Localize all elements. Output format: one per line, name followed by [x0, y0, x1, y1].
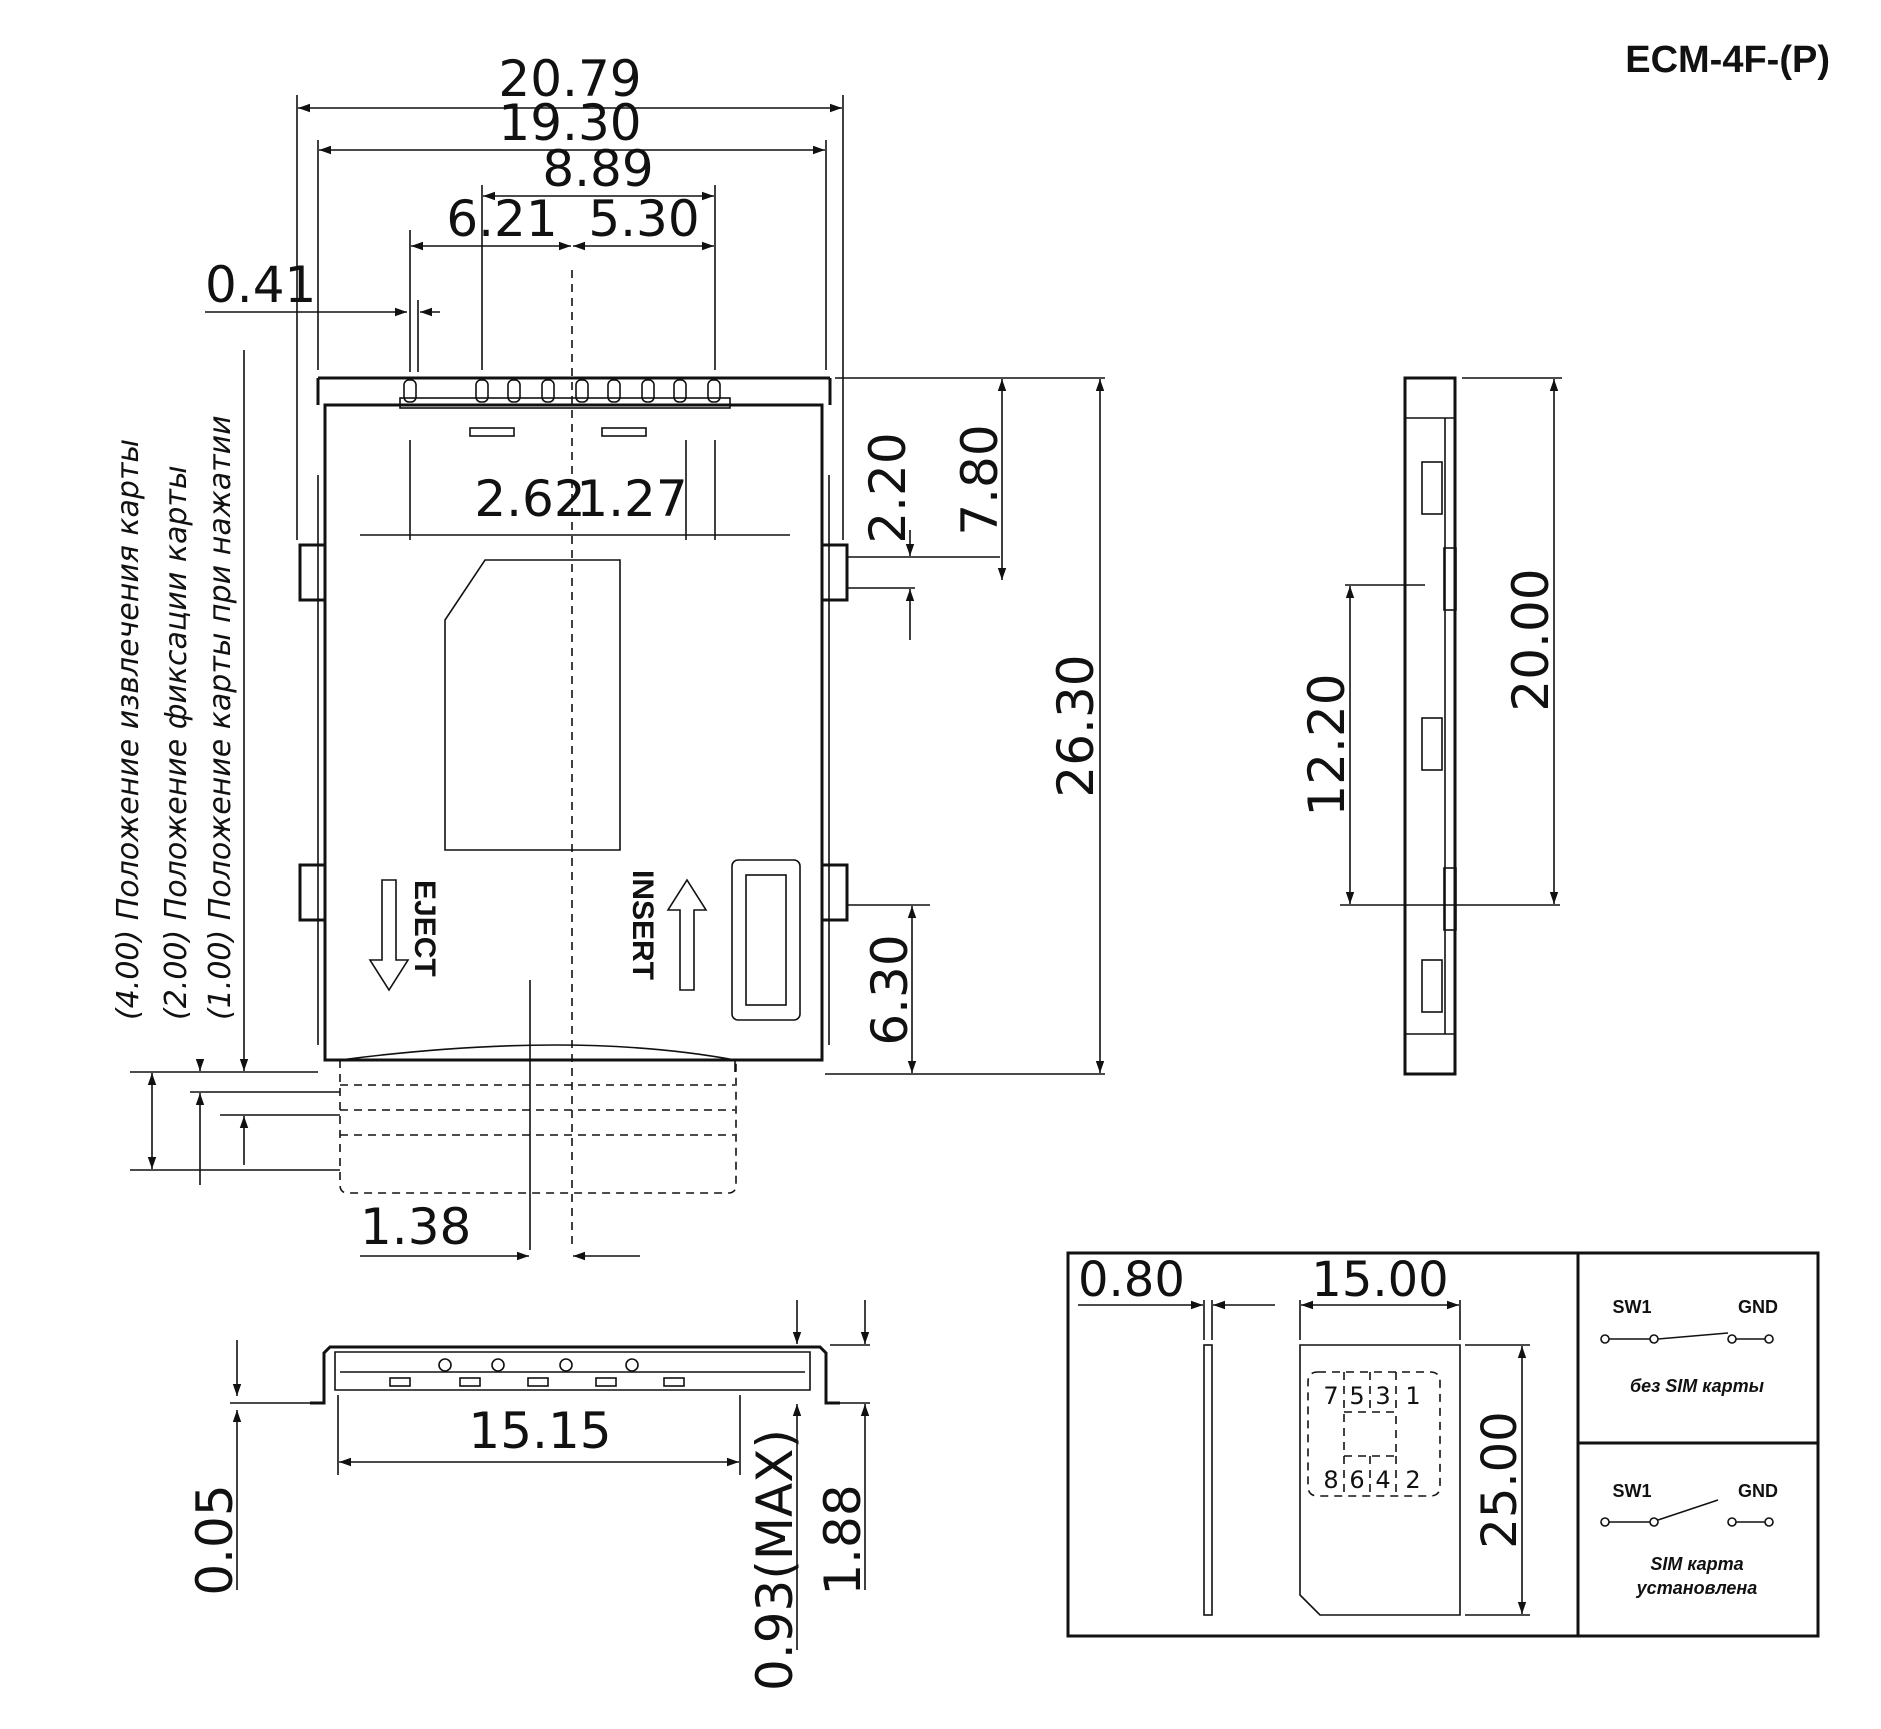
sim-card-outline — [1299, 1344, 1461, 1616]
dim-1-88: 1.88 — [814, 1484, 872, 1595]
sim-in-caption-line2: установлена — [1636, 1578, 1758, 1598]
dim-offset: 0.41 — [205, 256, 316, 314]
sim-card-panel: 0.80 15.00 25.00 7 5 3 1 8 6 4 2 — [1066, 1251, 1820, 1638]
sim-pin-7: 7 — [1323, 1382, 1338, 1410]
switch-no-sim: SW1 GND без SIM карты — [1600, 1297, 1778, 1396]
dim-2-20: 2.20 — [859, 432, 917, 543]
sim-in-caption-line1: SIM карта — [1650, 1554, 1743, 1574]
eject-arrow-icon — [368, 879, 410, 992]
card-eject-position-label: (4.00) Положение извлечения карты — [111, 439, 146, 1020]
dim-right-span: 5.30 — [588, 190, 699, 248]
sim-pin-6: 6 — [1349, 1466, 1364, 1494]
sim-pin-1: 1 — [1405, 1382, 1420, 1410]
sw1-label-open: SW1 — [1612, 1297, 1651, 1317]
sw1-label-closed: SW1 — [1612, 1481, 1651, 1501]
dim-sim-height: 25.00 — [1472, 1411, 1528, 1548]
gnd-label-open: GND — [1738, 1297, 1778, 1317]
eject-label: EJECT — [408, 880, 441, 977]
front-view-body — [310, 1345, 840, 1405]
side-view: 20.00 12.20 — [1298, 376, 1562, 1076]
dim-20-00: 20.00 — [1502, 568, 1560, 711]
card-press-position-label: (1.00) Положение карты при нажатии — [203, 415, 238, 1020]
dim-1-38: 1.38 — [360, 1198, 471, 1256]
card-lock-position-label: (2.00) Положение фиксации карты — [159, 465, 194, 1020]
side-view-body — [1403, 376, 1457, 1076]
sim-card-side — [1203, 1344, 1213, 1616]
dim-left-span: 6.21 — [446, 190, 557, 248]
dim-15-15: 15.15 — [468, 1402, 611, 1460]
card-extended-outline — [339, 1060, 737, 1194]
sim-pin-2: 2 — [1405, 1466, 1420, 1494]
dim-6-30: 6.30 — [861, 934, 919, 1045]
dim-overall-width: 20.79 — [498, 50, 641, 108]
dim-26-30: 26.30 — [1047, 654, 1105, 797]
part-number-title: ECM-4F-(P) — [1625, 39, 1830, 81]
dim-7-80: 7.80 — [951, 424, 1009, 535]
dim-left-pad: 2.62 — [474, 470, 585, 528]
gnd-label-closed: GND — [1738, 1481, 1778, 1501]
dim-12-20: 12.20 — [1298, 673, 1356, 816]
insert-arrow-icon — [666, 878, 708, 991]
insert-label: INSERT — [626, 870, 659, 980]
dim-0-05: 0.05 — [186, 1484, 244, 1595]
sim-pin-3: 3 — [1375, 1382, 1390, 1410]
top-view-body — [323, 403, 824, 1062]
dim-sim-width: 15.00 — [1311, 1252, 1448, 1308]
dim-right-pad: 1.27 — [576, 470, 687, 528]
sim-pin-8: 8 — [1323, 1466, 1338, 1494]
dim-contacts-span: 8.89 — [542, 140, 653, 198]
top-view: EJECT INSERT 20.79 19.30 8.89 6.21 5.30 — [111, 50, 1105, 1261]
dim-sim-thickness: 0.80 — [1078, 1252, 1185, 1308]
card-window — [444, 559, 621, 851]
sim-pin-4: 4 — [1375, 1466, 1390, 1494]
front-view: 15.15 0.05 0.93(MAX) 1.88 — [186, 1300, 872, 1691]
no-sim-caption: без SIM карты — [1630, 1376, 1765, 1396]
dim-0-93-max: 0.93(MAX) — [746, 1429, 804, 1691]
latch-mechanism — [731, 859, 801, 1021]
contact-pins — [403, 379, 721, 403]
sim-contact-area: 7 5 3 1 8 6 4 2 — [1307, 1371, 1441, 1497]
sim-pin-5: 5 — [1349, 1382, 1364, 1410]
dim-inner-width: 19.30 — [498, 94, 641, 152]
switch-sim-in: SW1 GND SIM карта установлена — [1600, 1481, 1778, 1598]
